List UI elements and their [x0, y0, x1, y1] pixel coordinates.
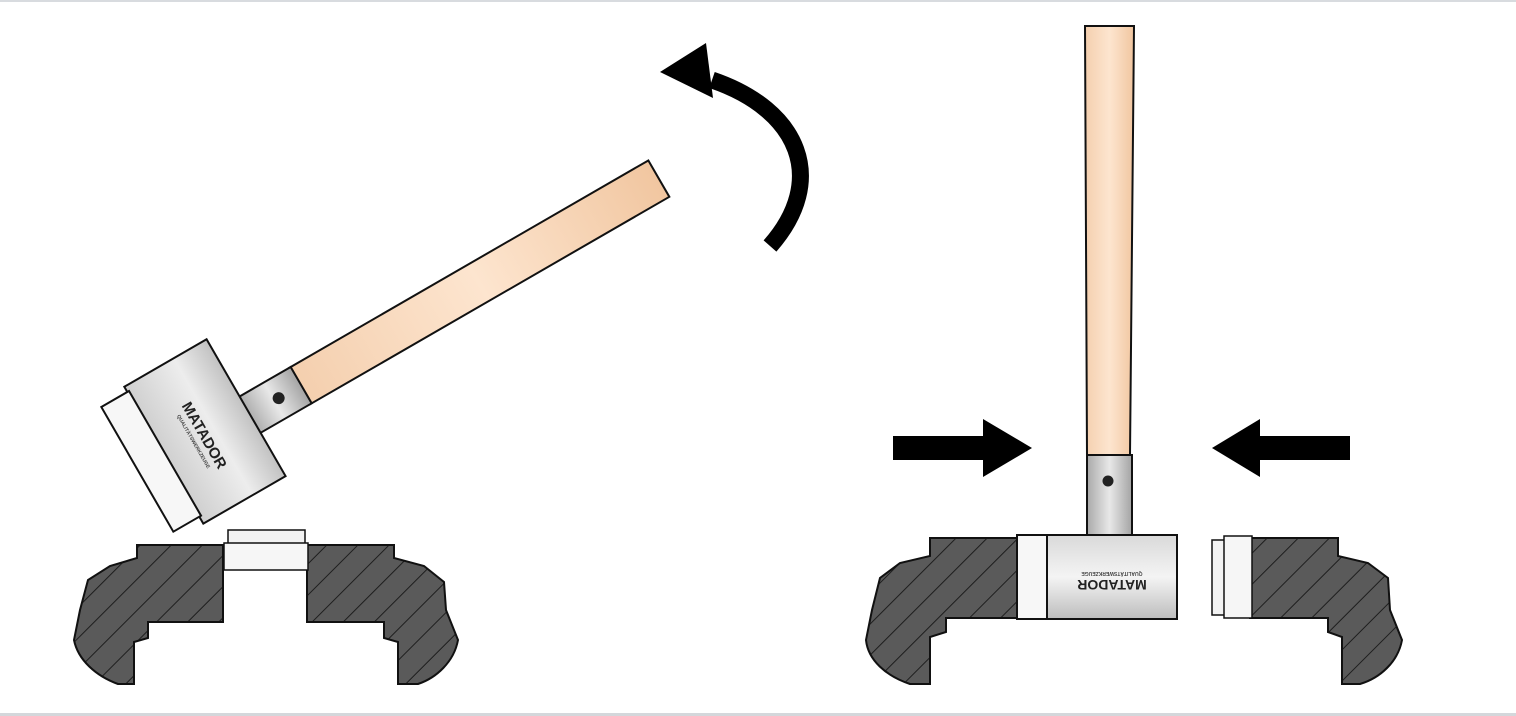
right-panel: MATADOR QUALITÄTSWERKZEUGE	[864, 25, 1404, 685]
bottom-border	[0, 713, 1516, 716]
bead-insert-2	[1211, 535, 1253, 619]
rotate-arrow-icon	[660, 43, 809, 252]
push-left-arrow-icon	[1212, 419, 1350, 477]
brand-tagline-text-2: QUALITÄTSWERKZEUGE	[1081, 570, 1143, 577]
tire-bead-left-2	[864, 537, 1019, 685]
tire-bead-right-2	[1249, 537, 1404, 685]
top-border	[0, 0, 1516, 2]
tire-bead-right	[306, 544, 460, 685]
push-right-arrow-icon	[893, 419, 1032, 477]
brand-logo-text-2: MATADOR	[1077, 577, 1146, 593]
hammer-icon: MATADOR QUALITÄTSWERKZEUGE	[99, 159, 671, 534]
tire-bead-left	[72, 544, 224, 685]
bead-insert	[223, 529, 309, 571]
left-panel: MATADOR QUALITÄTSWERKZEUGE	[72, 43, 809, 685]
hammer-icon-2: MATADOR QUALITÄTSWERKZEUGE	[1016, 25, 1178, 620]
